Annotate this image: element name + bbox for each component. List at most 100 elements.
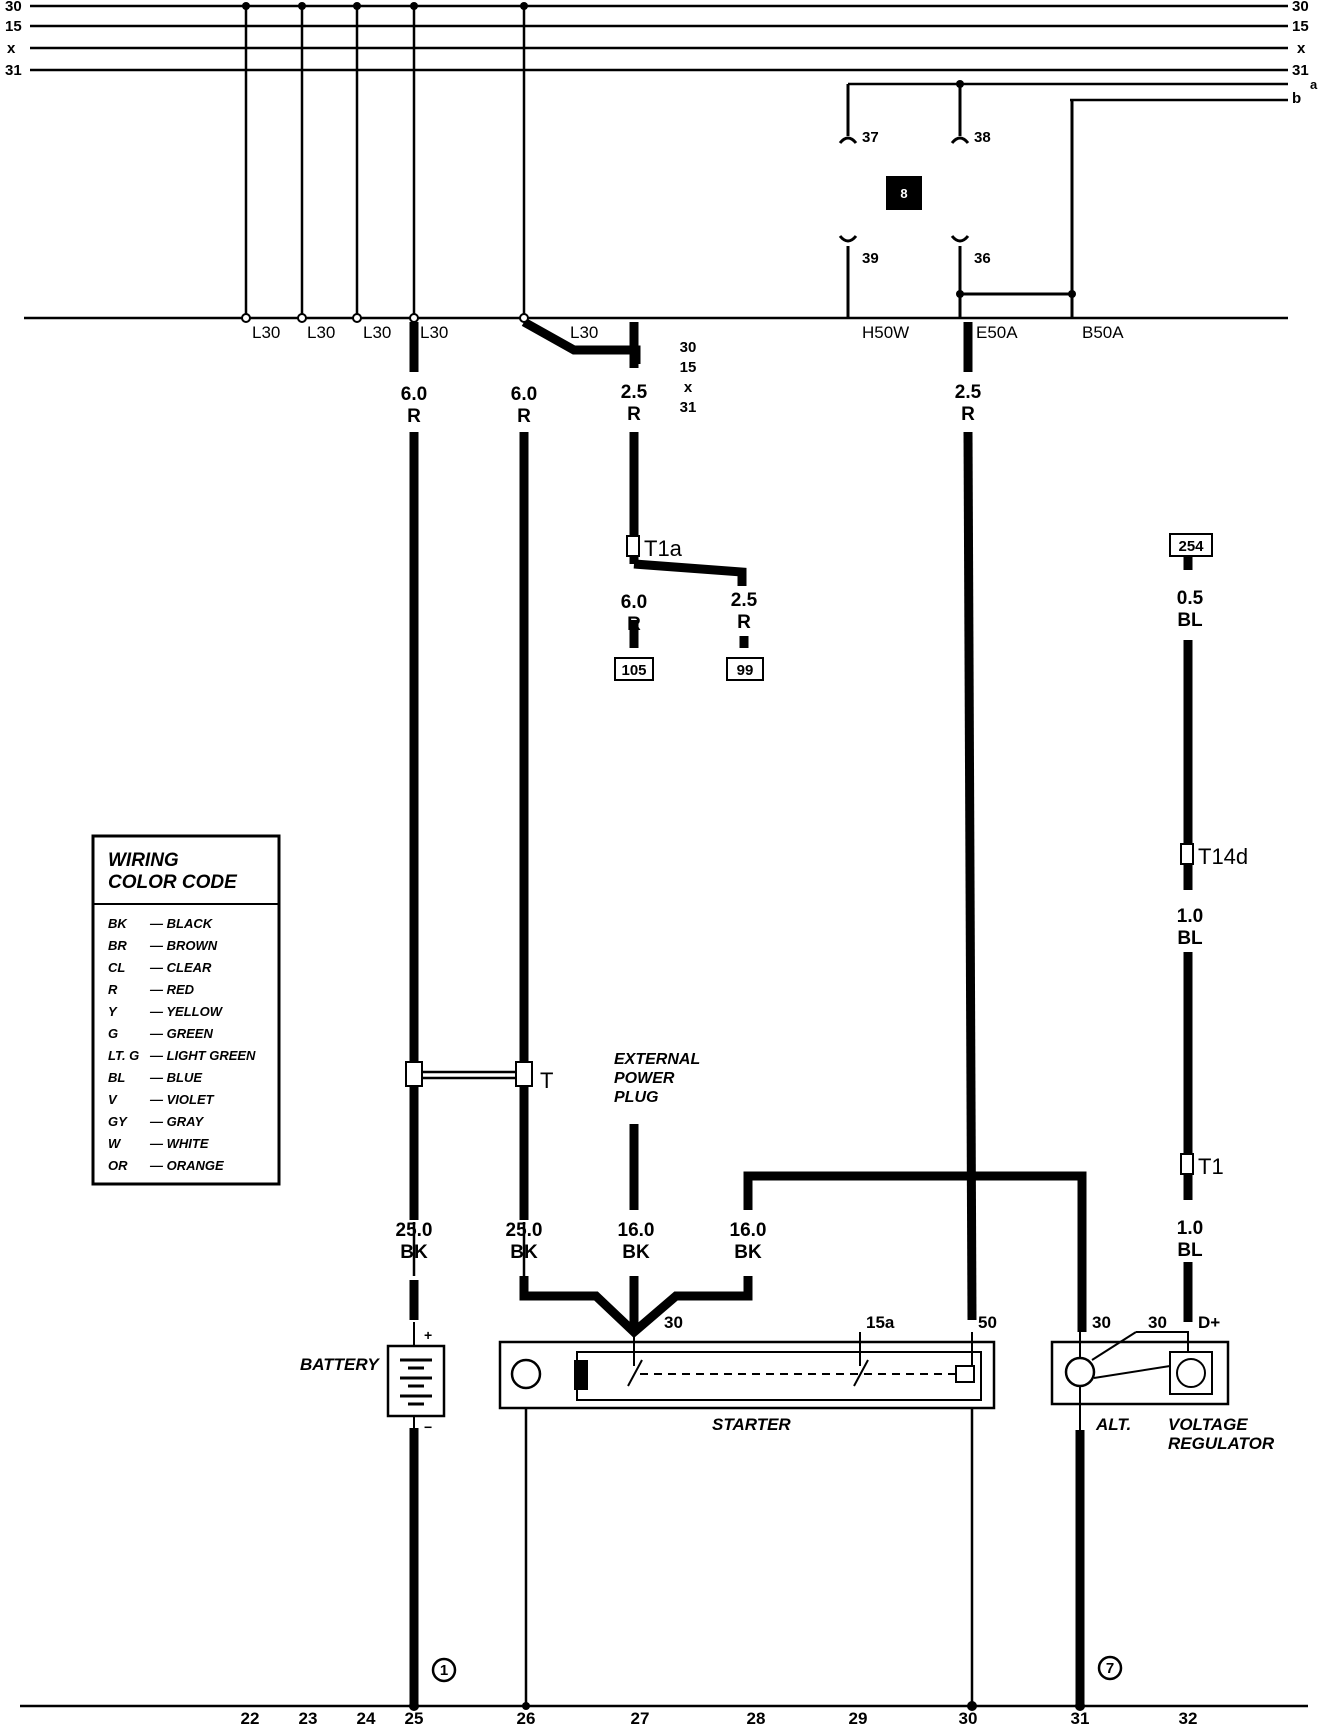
svg-text:BL: BL xyxy=(108,1070,125,1085)
svg-text:LT. G: LT. G xyxy=(108,1048,139,1063)
svg-text:16.0: 16.0 xyxy=(730,1220,767,1241)
svg-text:254: 254 xyxy=(1178,538,1204,555)
svg-text:T1: T1 xyxy=(1198,1154,1224,1179)
connector-labels: T1a T14d T1 T xyxy=(540,536,1248,1179)
battery-minus: − xyxy=(424,1419,432,1435)
node-labels: L30 L30 L30 L30 L30 H50W E50A B50A xyxy=(252,323,1124,342)
svg-text:b: b xyxy=(1292,90,1301,107)
svg-text:R: R xyxy=(627,404,641,425)
svg-text:31: 31 xyxy=(1292,62,1309,79)
svg-text:22: 22 xyxy=(241,1709,260,1728)
svg-text:BK: BK xyxy=(108,916,128,931)
svg-text:EXTERNAL: EXTERNAL xyxy=(614,1051,700,1068)
svg-text:30: 30 xyxy=(1092,1313,1111,1332)
relay-pins: 37 38 39 36 xyxy=(862,129,991,267)
svg-text:1.0: 1.0 xyxy=(1177,906,1203,927)
svg-text:COLOR CODE: COLOR CODE xyxy=(108,872,238,893)
svg-text:B50A: B50A xyxy=(1082,323,1124,342)
svg-text:BK: BK xyxy=(510,1242,538,1263)
svg-text:BK: BK xyxy=(622,1242,650,1263)
color-code-legend: WIRING COLOR CODE BK— BLACK BR— BROWN CL… xyxy=(91,834,281,1186)
svg-text:31: 31 xyxy=(1071,1709,1090,1728)
svg-text:— ORANGE: — ORANGE xyxy=(149,1158,224,1173)
svg-text:24: 24 xyxy=(357,1709,376,1728)
svg-text:BR: BR xyxy=(108,938,127,953)
svg-text:G: G xyxy=(108,1026,118,1041)
svg-text:1.0: 1.0 xyxy=(1177,1218,1203,1239)
svg-text:E50A: E50A xyxy=(976,323,1018,342)
junction-dots xyxy=(242,2,1085,1711)
alternator-symbol xyxy=(1050,1331,1230,1430)
bus-drops xyxy=(244,6,526,318)
svg-text:105: 105 xyxy=(621,662,646,679)
svg-text:x: x xyxy=(684,379,693,396)
svg-text:15: 15 xyxy=(5,18,22,35)
wire-labels: 6.0R 6.0R 2.5R 2.5R 6.0R 2.5R 0.5BL 1.0B… xyxy=(396,382,1204,1263)
svg-text:WIRING: WIRING xyxy=(108,850,179,871)
svg-text:6.0: 6.0 xyxy=(511,384,537,405)
svg-text:36: 36 xyxy=(974,250,991,267)
svg-text:31: 31 xyxy=(680,399,697,416)
svg-text:a: a xyxy=(1310,77,1318,92)
svg-text:15: 15 xyxy=(680,359,697,376)
svg-text:R: R xyxy=(961,404,975,425)
svg-text:25.0: 25.0 xyxy=(506,1220,543,1241)
svg-text:R: R xyxy=(627,614,641,635)
svg-text:37: 37 xyxy=(862,129,879,146)
svg-text:T14d: T14d xyxy=(1198,844,1248,869)
svg-text:— GREEN: — GREEN xyxy=(149,1026,213,1041)
svg-text:— VIOLET: — VIOLET xyxy=(149,1092,215,1107)
svg-text:2.5: 2.5 xyxy=(621,382,648,403)
svg-text:REGULATOR: REGULATOR xyxy=(1168,1434,1275,1453)
svg-text:50: 50 xyxy=(978,1313,997,1332)
svg-text:30: 30 xyxy=(680,339,697,356)
svg-text:39: 39 xyxy=(862,250,879,267)
svg-text:GY: GY xyxy=(108,1114,128,1129)
open-terminals xyxy=(241,313,529,323)
svg-text:6.0: 6.0 xyxy=(621,592,647,613)
svg-text:6.0: 6.0 xyxy=(401,384,427,405)
svg-text:— CLEAR: — CLEAR xyxy=(149,960,212,975)
svg-text:23: 23 xyxy=(299,1709,318,1728)
svg-text:x: x xyxy=(7,40,16,57)
svg-text:— WHITE: — WHITE xyxy=(149,1136,209,1151)
svg-text:Y: Y xyxy=(108,1004,118,1019)
svg-text:25.0: 25.0 xyxy=(396,1220,433,1241)
svg-text:PLUG: PLUG xyxy=(614,1089,658,1106)
svg-text:15a: 15a xyxy=(866,1313,895,1332)
svg-text:26: 26 xyxy=(517,1709,536,1728)
relay-label: 8 xyxy=(900,186,907,201)
svg-text:T: T xyxy=(540,1068,553,1093)
battery-symbol xyxy=(386,1322,446,1430)
svg-text:99: 99 xyxy=(737,662,754,679)
svg-text:BL: BL xyxy=(1177,610,1203,631)
svg-text:POWER: POWER xyxy=(614,1070,675,1087)
svg-text:R: R xyxy=(517,406,531,427)
svg-text:W: W xyxy=(108,1136,122,1151)
svg-text:2.5: 2.5 xyxy=(731,590,758,611)
term-group: 30 15 x 31 xyxy=(680,339,697,416)
svg-text:BL: BL xyxy=(1177,1240,1203,1261)
svg-text:30: 30 xyxy=(664,1313,683,1332)
ref-boxes xyxy=(614,533,1213,681)
svg-text:R: R xyxy=(737,612,751,633)
svg-text:25: 25 xyxy=(405,1709,424,1728)
svg-text:30: 30 xyxy=(1148,1313,1167,1332)
svg-text:OR: OR xyxy=(108,1158,128,1173)
ref-box-labels: 105 99 254 xyxy=(621,538,1204,679)
svg-text:L30: L30 xyxy=(363,323,391,342)
svg-text:30: 30 xyxy=(5,0,22,15)
bottom-numbers: 22 23 24 25 26 27 28 29 30 31 32 xyxy=(241,1709,1198,1728)
heavy-wires xyxy=(409,318,1193,1706)
svg-text:30: 30 xyxy=(959,1709,978,1728)
svg-text:V: V xyxy=(108,1092,118,1107)
svg-text:31: 31 xyxy=(5,62,22,79)
svg-text:30: 30 xyxy=(1292,0,1309,15)
alt-terms: 30 30 D+ xyxy=(1092,1313,1220,1332)
ground-markers xyxy=(431,1655,1123,1683)
svg-text:D+: D+ xyxy=(1198,1313,1220,1332)
svg-text:R: R xyxy=(407,406,421,427)
battery-plus: + xyxy=(424,1327,432,1343)
relay-wiring xyxy=(838,84,1074,318)
svg-text:L30: L30 xyxy=(252,323,280,342)
